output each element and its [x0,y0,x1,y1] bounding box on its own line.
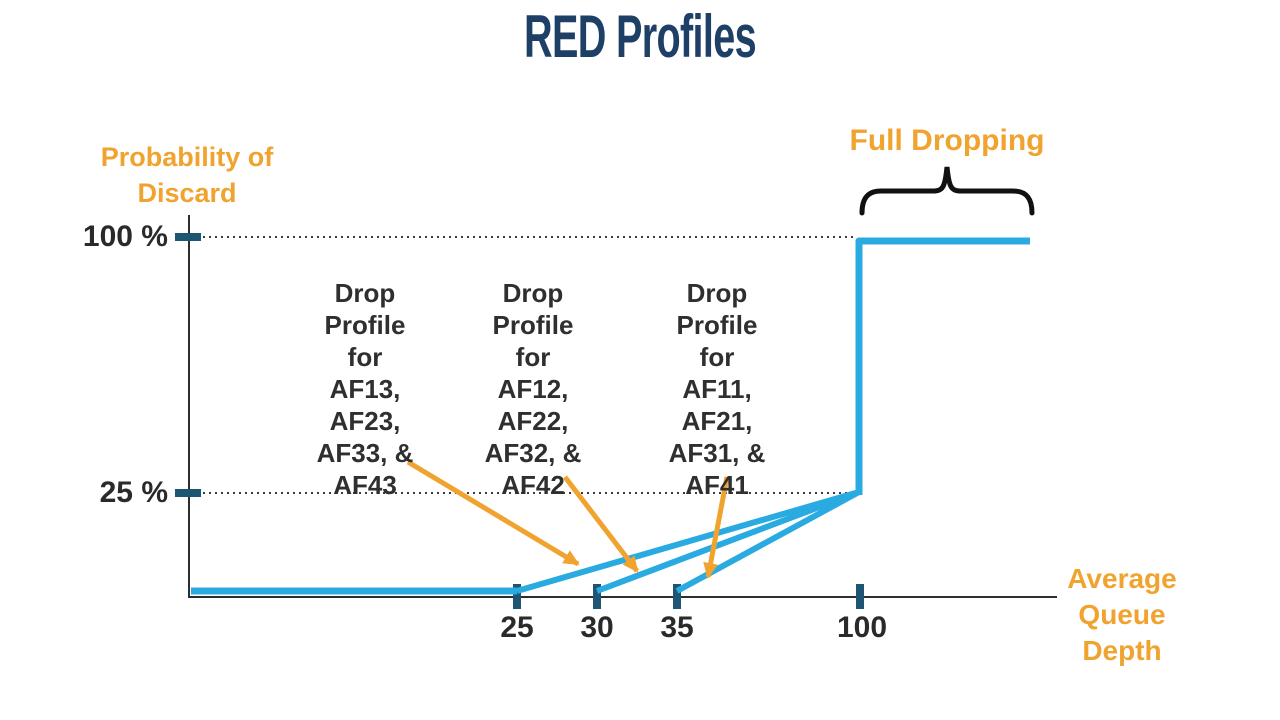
dotted-guide-lines [203,236,856,494]
drop-profile-label-af12: Drop Profile for AF12, AF22, AF32, & AF4… [484,278,582,500]
page-title: RED Profiles [524,3,757,70]
x-tick-label-100: 100 [836,611,888,644]
full-dropping-brace [859,166,1035,216]
axis-lines [188,215,1057,598]
x-axis-tick-marks [513,584,864,609]
callout-arrow-2 [563,475,639,573]
y-axis-label: Probability of Discard [100,142,274,208]
callout-arrow-3 [703,476,730,579]
callout-arrow-1 [406,459,580,567]
x-tick-label-35: 35 [660,611,694,644]
full-drop-line [855,237,1030,495]
x-axis-label: Average Queue Depth [1067,563,1177,666]
y-axis-tick-marks [175,233,201,497]
drop-profile-label-af11: Drop Profile for AF11, AF21, AF31, & AF4… [668,278,766,500]
red-profile-line-af11-group [675,489,861,594]
y-tick-label-100: 100 % [82,220,168,253]
x-tick-label-25: 25 [500,611,534,644]
red-profile-line-af13-group [516,489,860,594]
drop-profile-label-af13: Drop Profile for AF13, AF23, AF33, & AF4… [316,278,414,500]
full-dropping-label: Full Dropping [849,124,1045,157]
red-profile-line-af12-group [595,489,861,594]
y-tick-label-25: 25 % [99,476,168,509]
x-tick-label-30: 30 [580,611,614,644]
